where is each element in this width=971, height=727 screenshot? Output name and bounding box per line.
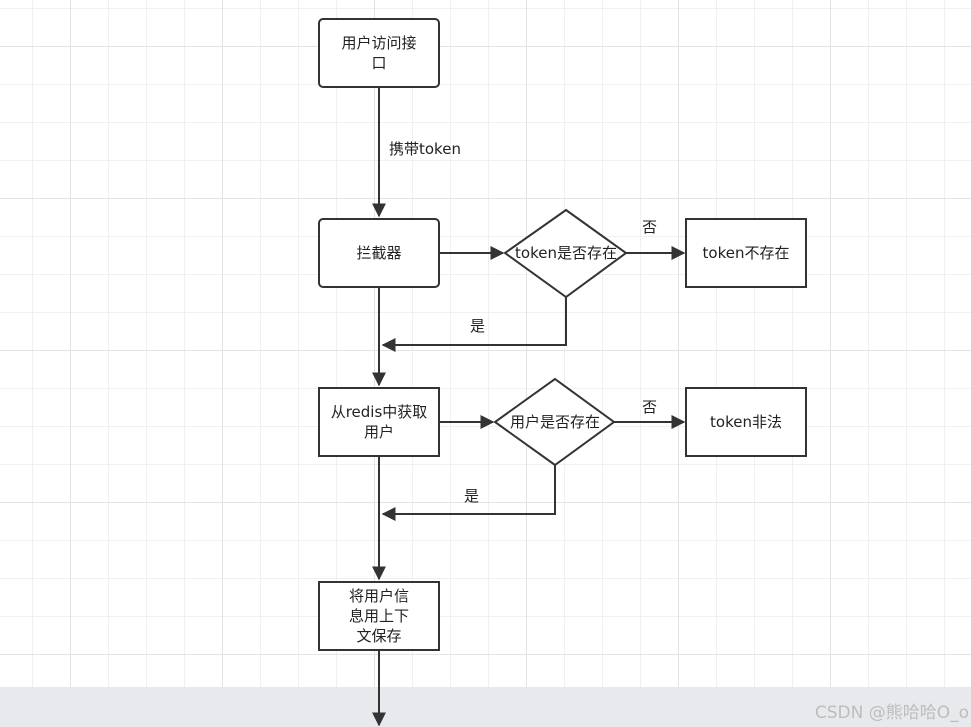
edge-label-user-yes: 是 bbox=[464, 487, 480, 505]
node-token-missing-label: token不存在 bbox=[702, 244, 790, 262]
node-user-check-label: 用户是否存在 bbox=[509, 413, 600, 431]
node-token-check-diamond bbox=[503, 208, 628, 299]
edge-label-token-no: 否 bbox=[642, 218, 658, 236]
node-token-missing-box bbox=[685, 218, 807, 288]
node-save-context-label: 将用户信息用上下文保存 bbox=[348, 587, 409, 645]
node-token-invalid-label: token非法 bbox=[710, 413, 782, 431]
node-interceptor-box bbox=[318, 218, 440, 288]
node-save-context-box bbox=[318, 581, 440, 651]
footer-bar bbox=[0, 687, 971, 727]
node-interceptor-label: 拦截器 bbox=[356, 244, 402, 262]
edge-user-check-yes bbox=[381, 465, 556, 521]
node-user-check-diamond bbox=[493, 377, 616, 467]
diagram-canvas bbox=[0, 0, 971, 687]
node-token-check-label: token是否存在 bbox=[515, 244, 617, 262]
node-redis-fetch-box bbox=[318, 387, 440, 457]
edge-label-token-yes: 是 bbox=[470, 317, 486, 335]
edge-label-user-no: 否 bbox=[642, 398, 658, 416]
edge-token-check-yes bbox=[381, 297, 567, 352]
node-token-invalid-box bbox=[685, 387, 807, 457]
node-redis-fetch-label: 从redis中获取用户 bbox=[330, 403, 428, 441]
edge-label-carry-token: 携带token bbox=[389, 140, 461, 158]
node-start-label: 用户访问接口 bbox=[341, 34, 417, 72]
watermark: CSDN @熊哈哈O_o bbox=[814, 703, 969, 723]
node-start-box bbox=[318, 18, 440, 88]
